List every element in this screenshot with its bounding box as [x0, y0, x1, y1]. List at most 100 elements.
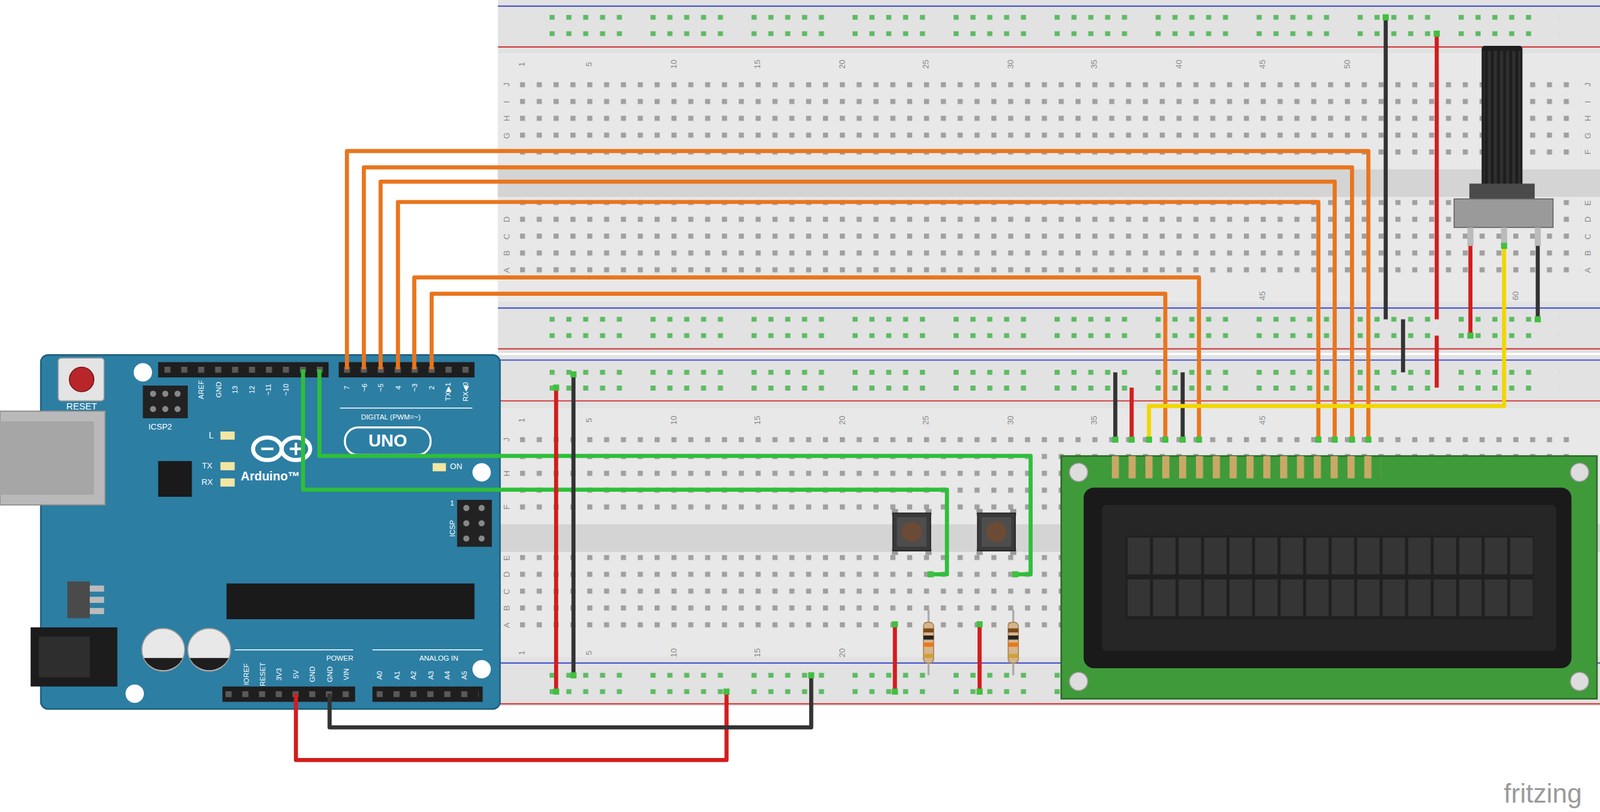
row-letter: D — [503, 571, 512, 578]
row-letter: J — [503, 82, 512, 87]
column-number: 10 — [669, 415, 678, 425]
potentiometer — [1454, 45, 1554, 246]
pin-label: 3V3 — [275, 668, 283, 681]
column-number: 45 — [1258, 59, 1268, 69]
row-letter: C — [503, 233, 512, 239]
watermark: fritzing — [1503, 780, 1582, 808]
row-letter: B — [503, 250, 512, 257]
row-letter: A — [503, 266, 512, 273]
pin-label: A2 — [409, 670, 417, 680]
row-letter: I — [503, 100, 512, 104]
column-number: 20 — [838, 415, 847, 425]
pin-label: A5 — [460, 670, 468, 680]
column-number: 15 — [753, 648, 762, 658]
row-letter: C — [503, 588, 512, 595]
row-letter: F — [503, 504, 512, 510]
column-number: 25 — [922, 415, 931, 425]
column-number: 45 — [1258, 291, 1268, 301]
column-number: 20 — [838, 59, 847, 69]
header-title: DIGITAL (PWM=~) — [361, 413, 421, 421]
pin-label: GND — [308, 666, 316, 683]
pin-label: TX▶1 — [444, 382, 452, 402]
column-number: 5 — [585, 418, 594, 423]
column-number: 35 — [1090, 415, 1099, 425]
column-number: 30 — [1006, 415, 1015, 425]
pin-label: A0 — [376, 670, 384, 680]
column-number: 15 — [753, 415, 762, 425]
header-label: ICSP — [448, 520, 456, 538]
row-letter: H — [1584, 115, 1594, 122]
row-letter: J — [503, 437, 512, 442]
column-number: 15 — [753, 59, 762, 69]
row-letter: D — [503, 216, 512, 223]
pin-label: VIN — [342, 668, 350, 681]
pin-label: GND — [214, 381, 222, 398]
resistor-symbol — [923, 609, 1019, 676]
pin-label: RX◀0 — [461, 381, 469, 402]
row-letter: B — [1584, 250, 1594, 257]
pin-label: 7 — [343, 385, 351, 390]
pin-label: A4 — [443, 670, 451, 680]
column-number: 5 — [585, 62, 594, 67]
pin-label: 2 — [427, 385, 435, 390]
row-letter: H — [503, 115, 512, 122]
logo-text: Arduino™ — [240, 470, 300, 483]
button-label: RESET — [66, 402, 98, 413]
column-number: 60 — [1511, 291, 1520, 301]
pin-label: AREF — [197, 380, 205, 399]
pin-label: A3 — [427, 670, 435, 680]
pin-label: A1 — [393, 670, 401, 680]
breadboard — [498, 0, 1600, 707]
column-number: 10 — [669, 648, 678, 658]
pin-label: GND — [326, 666, 333, 683]
pin-label: ~10 — [282, 383, 289, 396]
column-number: 35 — [1090, 59, 1099, 69]
pin-label: RESET — [258, 662, 266, 687]
row-letter: H — [503, 470, 512, 477]
row-letter: G — [1584, 131, 1594, 139]
row-letter: J — [1584, 82, 1594, 87]
column-number: 5 — [585, 650, 594, 656]
pin-label: ~6 — [360, 383, 368, 392]
row-letter: D — [1584, 216, 1594, 223]
wire — [295, 17, 1538, 761]
pin-label: ~11 — [265, 383, 273, 396]
row-letter: I — [1584, 100, 1594, 104]
pin-label: 13 — [231, 385, 239, 394]
row-letter: A — [1584, 266, 1594, 273]
pin-label: IOREF — [242, 663, 250, 686]
pin-label: ~3 — [410, 383, 418, 392]
pin-label: ~5 — [376, 383, 384, 392]
row-letter: E — [1584, 199, 1594, 206]
pin-label: 12 — [248, 385, 256, 394]
column-number: 30 — [1006, 59, 1015, 69]
column-number: 45 — [1258, 415, 1268, 425]
row-letter: C — [1584, 233, 1594, 239]
pin-label: 5V — [292, 670, 300, 680]
column-number: 20 — [838, 648, 847, 658]
led-label: RX — [201, 478, 213, 487]
column-number: 50 — [1343, 59, 1352, 69]
pin-number: 1 — [449, 499, 454, 507]
row-letter: E — [503, 554, 512, 561]
column-number: 40 — [1174, 59, 1183, 69]
led-label: ON — [449, 462, 462, 472]
column-number: 25 — [922, 59, 931, 69]
wire-end — [552, 14, 1541, 695]
header-title: ANALOG IN — [419, 654, 459, 662]
lcd-module — [1061, 456, 1597, 700]
led-label: TX — [201, 462, 213, 471]
row-letter: B — [503, 605, 512, 612]
column-number: 1 — [518, 418, 527, 423]
header-title: POWER — [326, 654, 354, 662]
row-letter: A — [503, 622, 512, 629]
column-number: 1 — [518, 650, 527, 656]
pin-label: 4 — [394, 385, 402, 390]
logo-text: UNO — [368, 432, 408, 450]
led-label: L — [208, 430, 214, 441]
column-number: 10 — [669, 59, 678, 69]
header-label: ICSP2 — [148, 423, 173, 432]
